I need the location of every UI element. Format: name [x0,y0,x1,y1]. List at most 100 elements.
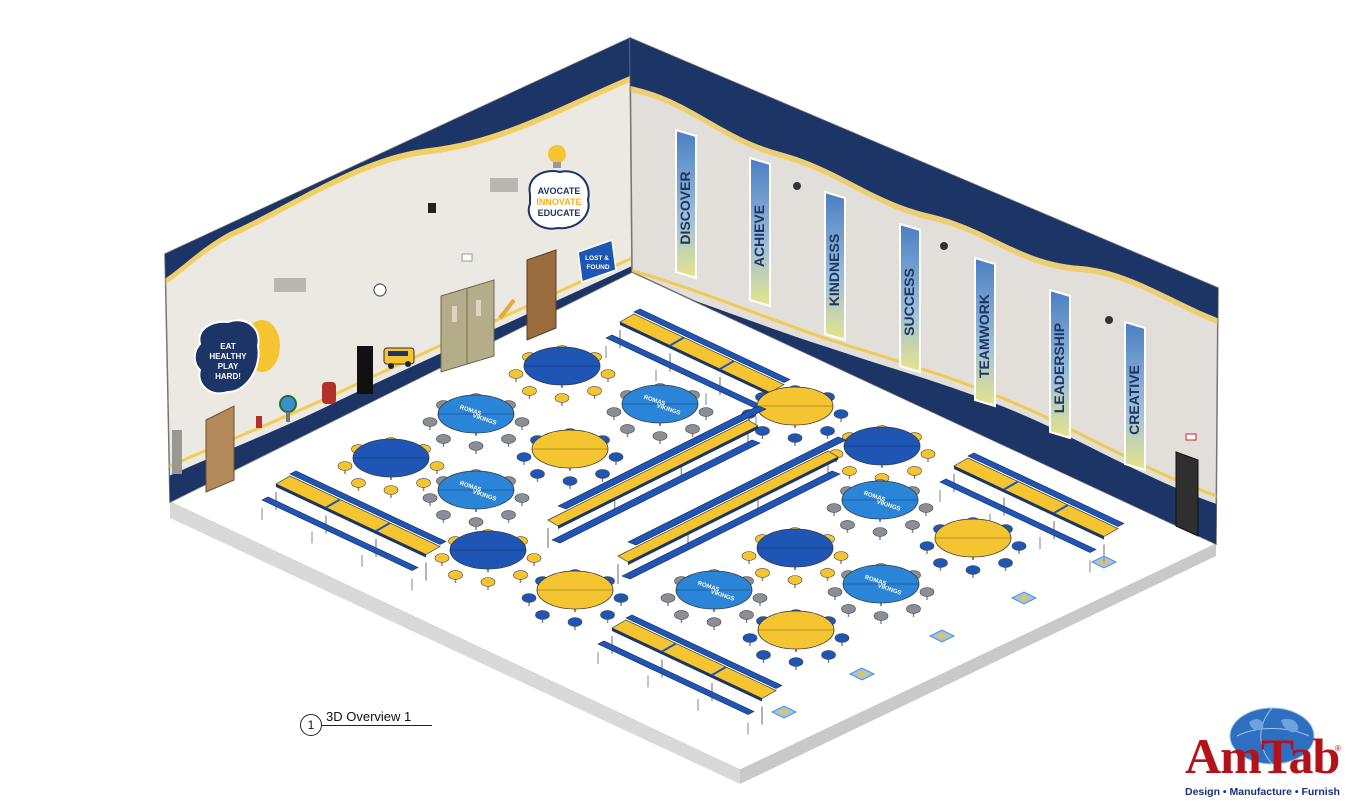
eat-healthy-sign: EAT HEALTHY PLAY HARD! [193,319,280,395]
globe-icon [1229,707,1315,765]
stool [706,617,722,627]
stool [508,369,524,379]
banner-text: KINDNESS [826,234,842,306]
banner-creative: CREATIVE [1124,320,1146,472]
table-top [437,470,515,510]
banner-text: LEADERSHIP [1051,323,1067,413]
caption-underline [322,725,432,726]
globe-icon [279,395,297,413]
banner-text: DISCOVER [677,171,693,244]
stool [752,593,768,603]
bench-seat [597,640,755,715]
stool [383,485,399,495]
bench-seat [627,436,847,546]
left-wall: EAT HEALTHY PLAY HARD! AVOCATE INNOVATE … [164,36,633,504]
stool [787,575,803,585]
round-table [508,345,616,406]
banner-achieve: ACHIEVE [749,156,771,308]
stool [600,610,615,620]
stool [826,503,842,513]
sign-text: FOUND [586,264,609,271]
stool [436,510,451,520]
stool [521,593,537,603]
stool [841,604,856,614]
stool [920,449,936,459]
stool [422,493,438,503]
bench-seat [289,470,447,545]
clock-icon [373,283,387,297]
bench-seat [621,470,841,580]
pencil-icon [498,298,516,320]
stool [567,617,583,627]
vent-icon [490,178,518,192]
round-table [741,385,849,446]
sign-text: HARD! [215,372,241,381]
single-door [526,249,557,341]
floor-drain [1010,591,1038,605]
banner-leadership: LEADERSHIP [1049,288,1071,440]
stool [827,587,843,597]
stool [448,570,463,580]
stool [468,517,484,527]
stool [906,604,921,614]
table-top [841,480,919,520]
floor-drain [770,705,798,719]
stool [514,493,530,503]
banner-text: SUCCESS [901,268,917,336]
bench-seat [625,614,783,689]
round-table [337,437,445,498]
amtab-logo: AmTab ® Design • Manufacture • Furnish [1185,704,1350,802]
stool [416,478,431,488]
floor-drain [848,667,876,681]
stool [620,424,635,434]
sign-text: INNOVATE [536,197,581,207]
bench-seat [551,439,761,544]
stool [787,433,803,443]
left-door [205,405,235,493]
banner-text: CREATIVE [1126,365,1142,435]
view-caption: 1 3D Overview 1 [300,706,440,740]
view-number: 1 [300,714,322,736]
table-top [756,386,834,426]
bench-seat [557,405,767,510]
stool [516,452,532,462]
stool [522,386,537,396]
table-top [531,429,609,469]
table-top [449,530,527,570]
stool [606,407,622,417]
registered-mark: ® [1335,744,1341,753]
double-doors [440,279,495,373]
bench-table [261,470,447,591]
table-top [842,564,920,604]
stool [595,469,610,479]
banner-success: SUCCESS [899,222,921,374]
sign-text: EDUCATE [538,208,581,218]
stool [587,386,602,396]
stool [742,633,758,643]
stool [530,469,545,479]
round-table [741,527,849,588]
stool [907,466,922,476]
stool [436,434,451,444]
stool [554,393,570,403]
stool [513,570,528,580]
stool [501,434,516,444]
stool [429,461,445,471]
view-label: 3D Overview 1 [326,709,412,724]
banner-text: TEAMWORK [976,294,992,378]
bench-table [617,436,847,584]
bench-seat [633,308,791,383]
floor-drain [928,629,956,643]
sign-text: EAT [220,342,236,351]
black-door [357,346,373,394]
round-table [516,428,624,489]
round-table [742,609,850,670]
round-table [521,569,629,630]
stool [434,553,450,563]
backpack-icon [322,382,336,404]
sign-text: HEALTHY [209,352,247,361]
bench-seat [967,452,1125,527]
